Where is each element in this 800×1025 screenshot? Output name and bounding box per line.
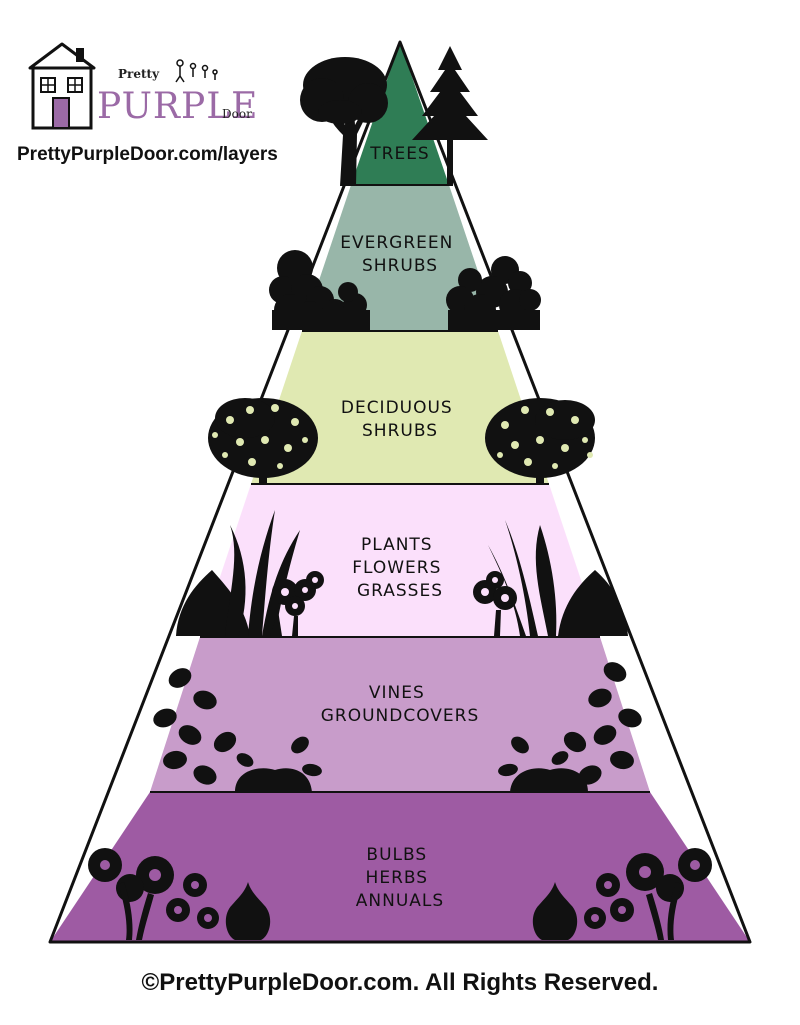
label-line: FLOWERS — [352, 558, 441, 578]
label-plants-flowers-grasses: PLANTS FLOWERS GRASSES — [352, 535, 448, 601]
copyright-notice: ©PrettyPurpleDoor.com. All Rights Reserv… — [142, 969, 659, 996]
logo-url: PrettyPurpleDoor.com/layers — [17, 144, 278, 165]
label-line: ANNUALS — [356, 891, 444, 911]
grass-flower-icon — [473, 520, 628, 636]
label-line: PLANTS — [361, 535, 433, 555]
pyramid — [48, 40, 752, 944]
label-evergreen-shrubs: EVERGREEN SHRUBS — [340, 233, 460, 276]
label-line: VINES — [369, 683, 425, 703]
label-line: BULBS — [366, 845, 427, 865]
deciduous-tree-icon — [300, 57, 388, 186]
pyramid-outline — [48, 40, 752, 944]
label-vines-groundcovers: VINES GROUNDCOVERS — [321, 683, 480, 726]
flower-bulb-icon — [532, 848, 712, 940]
label-line: SHRUBS — [362, 421, 438, 441]
band-trees — [351, 42, 449, 185]
evergreen-shrub-icon — [269, 250, 370, 330]
evergreen-shrub-icon — [446, 256, 541, 330]
logo-door: Door — [222, 107, 252, 121]
label-line: TREES — [369, 144, 429, 164]
label-deciduous-shrubs: DECIDUOUS SHRUBS — [341, 398, 459, 441]
label-line: HERBS — [366, 868, 429, 888]
grass-flower-icon — [176, 510, 324, 636]
label-line: DECIDUOUS — [341, 398, 453, 418]
pine-tree-icon — [412, 46, 488, 186]
flowering-shrub-icon — [208, 398, 318, 484]
band-vines-groundcovers — [150, 637, 650, 792]
flower-bulb-icon — [88, 848, 271, 940]
vine-leaf-icon — [498, 662, 642, 792]
label-trees: TREES — [369, 144, 429, 164]
vine-leaf-icon — [153, 668, 322, 792]
band-bulbs-herbs-annuals — [50, 792, 750, 942]
label-line: GRASSES — [357, 581, 443, 601]
label-bulbs-herbs-annuals: BULBS HERBS ANNUALS — [356, 845, 444, 911]
label-line: SHRUBS — [362, 256, 438, 276]
logo-purple: PURPLE — [97, 86, 258, 127]
brand-logo: Pretty PURPLE Door PrettyPurpleDoor.com/… — [17, 42, 278, 165]
flowering-shrub-icon — [485, 398, 595, 484]
label-line: GROUNDCOVERS — [321, 706, 480, 726]
label-line: EVERGREEN — [340, 233, 453, 253]
logo-pretty: Pretty — [118, 67, 160, 81]
house-icon — [28, 42, 96, 130]
family-icon — [175, 59, 218, 83]
band-labels: TREES EVERGREEN SHRUBS DECIDUOUS SHRUBS … — [321, 144, 480, 911]
band-deciduous-shrubs — [251, 331, 549, 484]
